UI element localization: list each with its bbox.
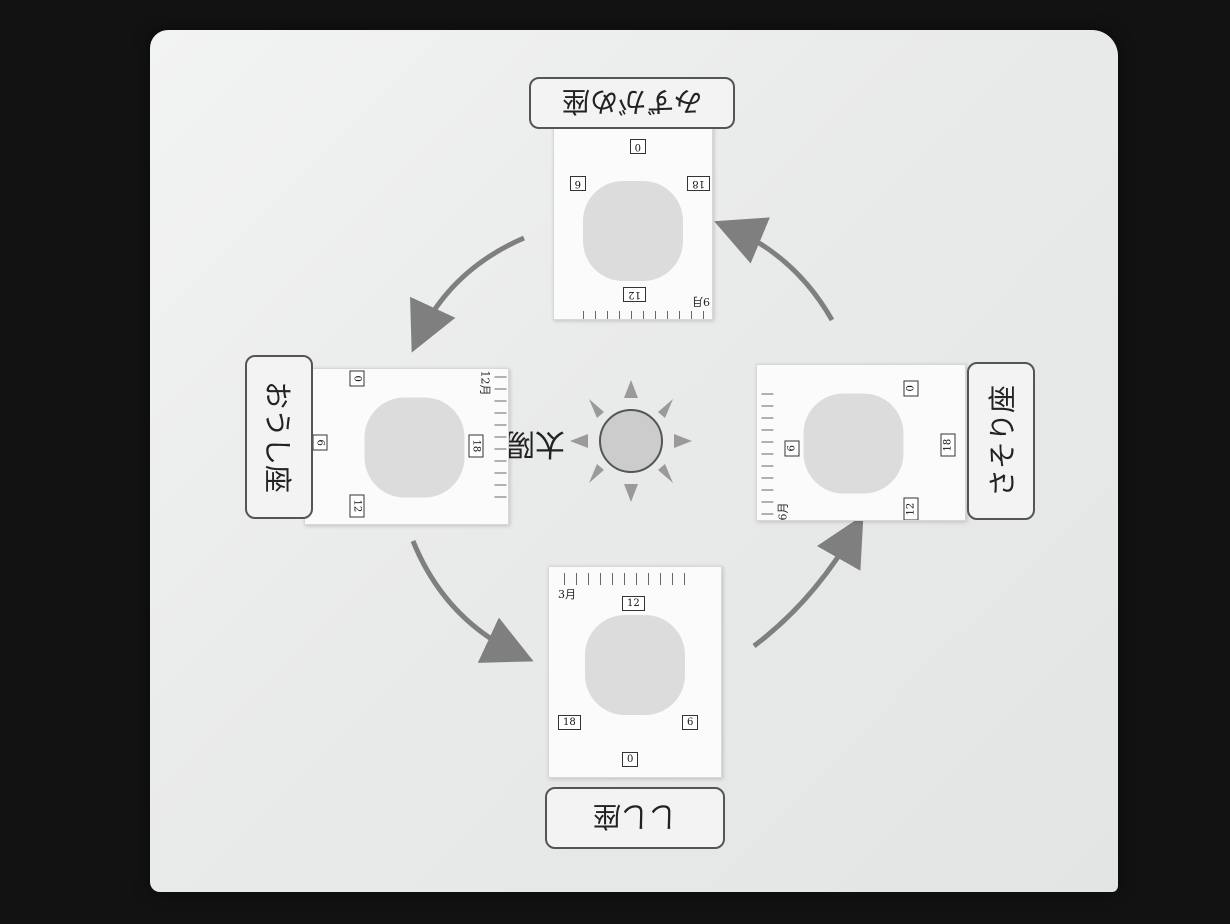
card-left-content: 12月 18 0 12 6 <box>305 369 508 524</box>
time-bottom: 6 <box>312 434 327 451</box>
compass-octagon <box>364 397 464 497</box>
card-right: 6月 6 12 0 18 <box>756 364 966 521</box>
time-top: 6 <box>784 439 800 456</box>
time-bottom: 0 <box>629 139 646 154</box>
tick-strip <box>494 376 506 506</box>
card-right-content: 6月 6 12 0 18 <box>759 365 964 520</box>
constellation-right: さそり座 <box>967 362 1035 520</box>
sun-icon <box>570 380 692 502</box>
card-month: 9月 <box>692 295 710 308</box>
constellation-top: みずがめ座 <box>529 77 735 129</box>
compass-octagon <box>585 615 685 715</box>
time-left: 18 <box>687 176 710 191</box>
time-top: 12 <box>622 596 645 611</box>
time-left: 18 <box>558 715 581 730</box>
card-bottom: 3月 12 18 6 0 <box>548 566 722 778</box>
tick-strip <box>574 311 704 319</box>
time-right: 6 <box>682 715 699 730</box>
time-bottom: 18 <box>940 433 956 456</box>
card-bottom-content: 3月 12 18 6 0 <box>550 570 720 775</box>
time-bottom: 0 <box>622 752 639 767</box>
tick-strip <box>761 384 774 514</box>
constellation-left: おうし座 <box>245 355 313 519</box>
card-top: 9月 12 18 6 0 <box>553 126 713 320</box>
arrow-top-to-left <box>410 235 525 353</box>
card-month: 6月 <box>776 502 790 520</box>
time-left: 0 <box>349 370 364 387</box>
time-right: 6 <box>569 176 586 191</box>
time-left: 12 <box>903 497 919 520</box>
time-right: 12 <box>349 494 364 517</box>
card-top-content: 9月 12 18 6 0 <box>554 127 712 319</box>
card-left: 12月 18 0 12 6 <box>304 368 509 525</box>
tick-strip <box>564 573 694 585</box>
arrow-right-to-top <box>714 217 835 322</box>
card-month: 3月 <box>558 588 576 601</box>
compass-octagon <box>803 393 904 493</box>
arrow-bottom-to-right <box>752 514 864 648</box>
time-top: 18 <box>468 434 483 457</box>
constellation-bottom: しし座 <box>545 787 725 849</box>
time-right: 0 <box>903 379 919 396</box>
compass-octagon <box>583 181 683 281</box>
arrow-left-to-bottom <box>410 540 534 663</box>
sun-label: 太陽 <box>505 426 565 461</box>
time-top: 12 <box>623 287 646 302</box>
card-month: 12月 <box>478 370 491 395</box>
